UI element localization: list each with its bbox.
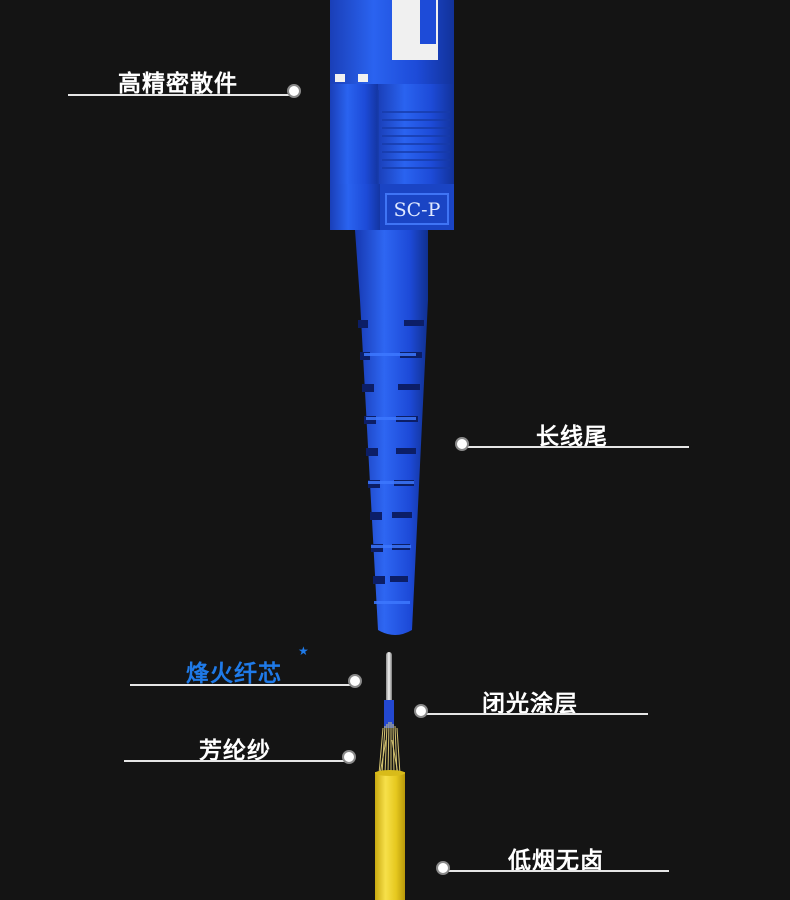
callout-fiber-core-star: ★ — [298, 644, 309, 658]
connector-model-text: SC-P — [394, 199, 441, 221]
callout-heat-sink-line — [68, 94, 294, 96]
aramid-yarn — [378, 721, 401, 775]
callout-coating-label: 闭光涂层 — [482, 691, 578, 717]
callout-fiber-core-dot — [348, 674, 362, 688]
lszh-jacket — [375, 770, 405, 900]
callout-lszh-label: 低烟无卤 — [508, 848, 604, 874]
callout-long-tail-line — [462, 446, 689, 448]
callout-long-tail-label: 长线尾 — [536, 424, 608, 450]
callout-heat-sink-label: 高精密散件 — [118, 71, 238, 97]
callout-coating-dot — [414, 704, 428, 718]
callout-aramid-label: 芳纶纱 — [199, 738, 271, 764]
fiber-coating — [384, 700, 394, 728]
grip-ridges — [377, 90, 450, 184]
connector-housing — [330, 0, 454, 230]
fiber-core — [386, 652, 392, 704]
callout-heat-sink-dot — [287, 84, 301, 98]
callout-aramid-line — [124, 760, 350, 762]
connector-boot — [355, 230, 428, 635]
callout-aramid-dot — [342, 750, 356, 764]
callout-fiber-core-label: 烽火纤芯 — [186, 661, 282, 687]
callout-lszh-dot — [436, 861, 450, 875]
callout-lszh-line — [443, 870, 669, 872]
callout-long-tail-dot — [455, 437, 469, 451]
callout-coating-line — [421, 713, 648, 715]
callout-fiber-core-line — [130, 684, 356, 686]
